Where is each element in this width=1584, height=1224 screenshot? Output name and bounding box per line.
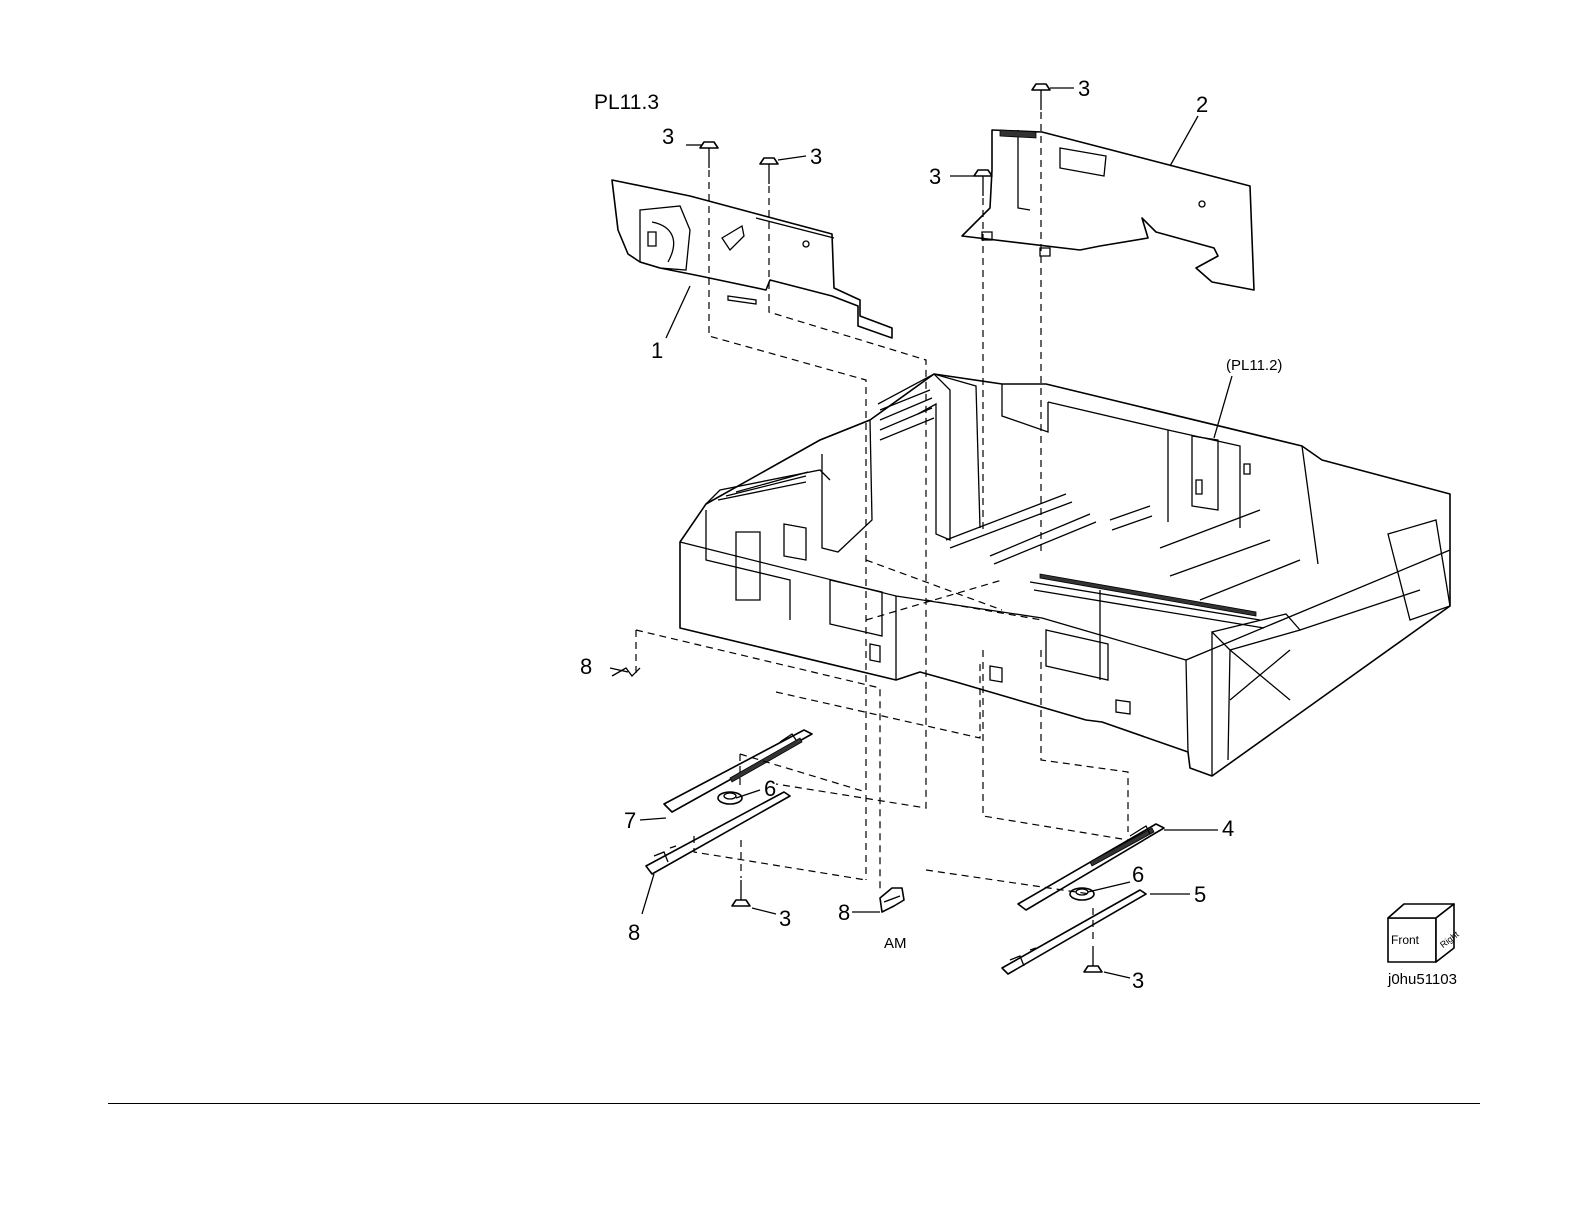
callout-8: 5 xyxy=(1194,882,1206,907)
callout-6: 6 xyxy=(764,776,776,801)
screw-icon xyxy=(1032,84,1050,110)
callout-3: 3 xyxy=(1078,76,1090,101)
part-5-clip xyxy=(880,888,904,912)
callout-3: 3 xyxy=(929,164,941,189)
callout-3: 3 xyxy=(662,124,674,149)
screw-icon xyxy=(732,880,750,906)
part-2-right-bracket xyxy=(962,130,1254,290)
screw-icon xyxy=(700,142,718,168)
callout-2: 2 xyxy=(1196,92,1208,117)
reference-plate-label: (PL11.2) xyxy=(1226,357,1282,374)
footer-rule xyxy=(108,1103,1480,1104)
callout-5: 8 xyxy=(838,900,850,925)
part-6-gear-left xyxy=(718,792,742,804)
callout-8: 8 xyxy=(628,920,640,945)
part-1-left-bracket xyxy=(612,180,892,338)
callout-1: 1 xyxy=(651,338,663,363)
part-6-gear-right xyxy=(1070,888,1094,900)
callout-7: 8 xyxy=(580,654,592,679)
callout-3: 3 xyxy=(779,906,791,931)
location-mark: AM xyxy=(884,935,907,952)
screw-icon xyxy=(760,158,778,184)
screw-icon xyxy=(974,170,992,196)
callout-3: 3 xyxy=(810,144,822,169)
orientation-cube-icon: Front Right xyxy=(1388,904,1461,962)
plate-title: PL11.3 xyxy=(594,91,659,114)
cube-front-label: Front xyxy=(1391,933,1420,947)
callout-3: 3 xyxy=(1132,968,1144,993)
screw-icon xyxy=(1084,946,1102,972)
callout-8: 4 xyxy=(1222,816,1234,841)
image-code: j0hu51103 xyxy=(1387,971,1457,988)
callout-4: 7 xyxy=(624,808,636,833)
callout-6: 6 xyxy=(1132,862,1144,887)
paper-tray-assembly xyxy=(680,374,1450,776)
